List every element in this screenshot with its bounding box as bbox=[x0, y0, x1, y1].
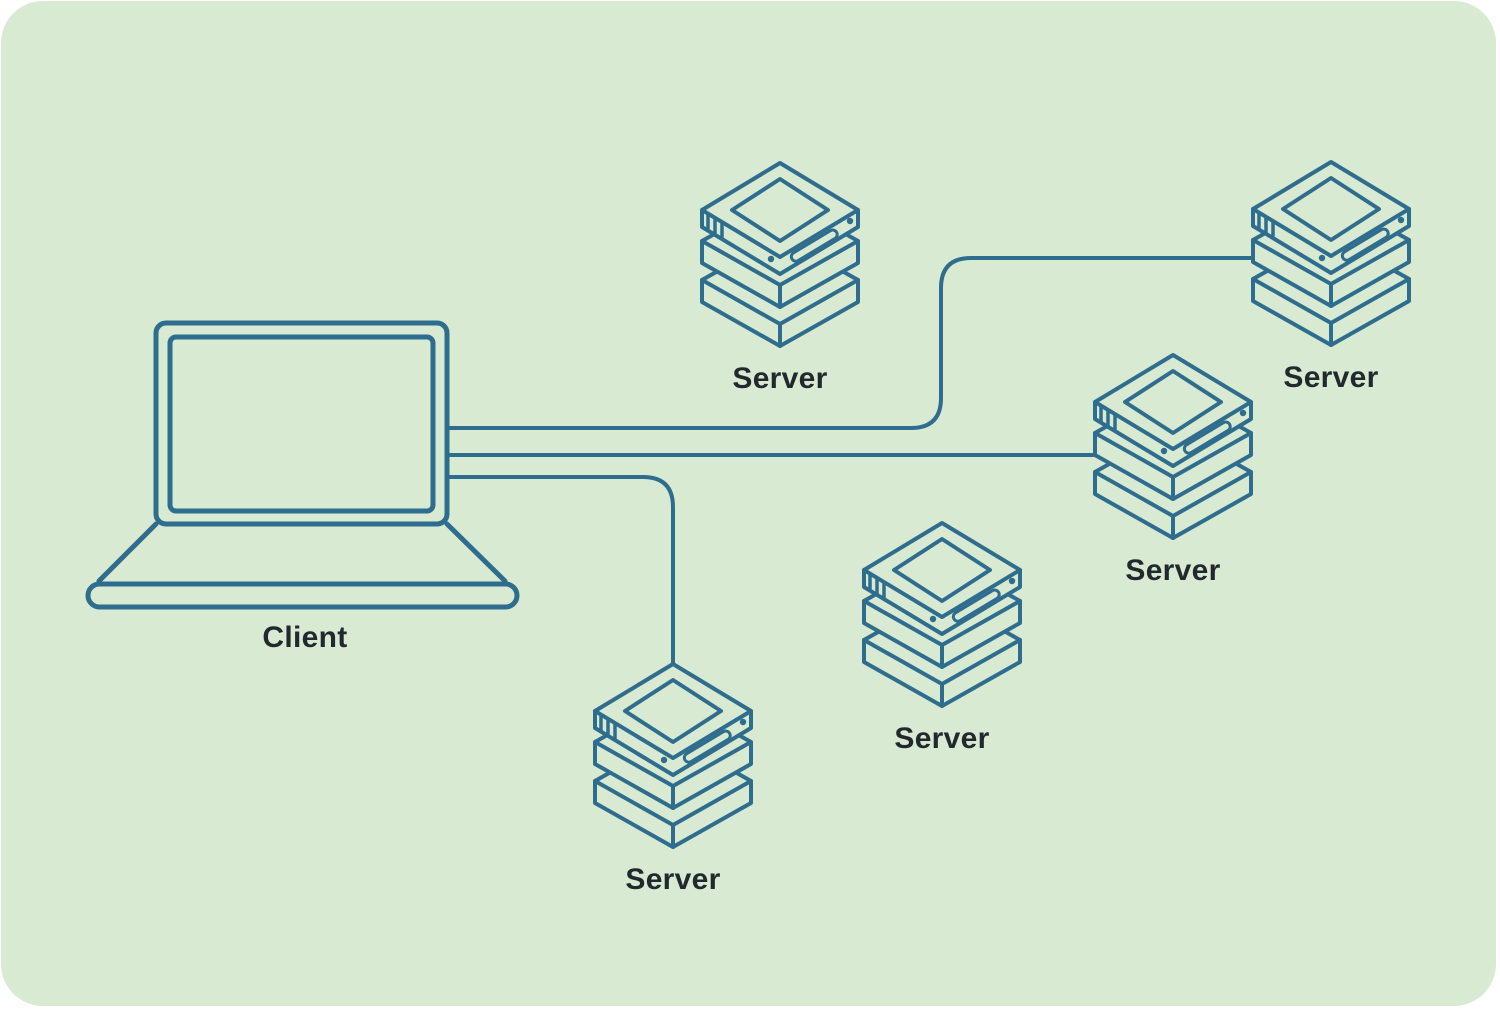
server-label: Server bbox=[1283, 361, 1379, 394]
laptop-screen-inner bbox=[167, 334, 436, 514]
node-server-top-center: Server bbox=[690, 151, 870, 394]
server-label: Server bbox=[732, 362, 828, 395]
client-label: Client bbox=[262, 621, 348, 654]
node-client: Client bbox=[80, 315, 530, 653]
server-label: Server bbox=[894, 722, 990, 755]
laptop-base bbox=[85, 581, 520, 610]
server-stack-icon bbox=[700, 161, 860, 348]
server-stack-icon bbox=[1093, 353, 1253, 540]
node-server-mid-right: Server bbox=[1083, 343, 1263, 586]
connection-client-to-server-bottom-left bbox=[447, 475, 675, 664]
laptop-icon bbox=[85, 320, 520, 610]
node-server-bottom-left: Server bbox=[583, 652, 763, 895]
server-label: Server bbox=[625, 863, 721, 896]
laptop-deck-left-edge bbox=[96, 521, 159, 584]
node-server-bottom-center: Server bbox=[852, 511, 1032, 754]
server-label: Server bbox=[1125, 554, 1221, 587]
connection-client-to-server-top-right bbox=[447, 256, 1253, 430]
laptop-deck-right-edge bbox=[444, 521, 508, 584]
node-server-top-right: Server bbox=[1241, 150, 1421, 393]
laptop-screen-outer bbox=[153, 320, 450, 527]
server-stack-icon bbox=[1251, 160, 1411, 347]
server-stack-icon bbox=[593, 662, 753, 849]
server-stack-icon bbox=[862, 521, 1022, 708]
